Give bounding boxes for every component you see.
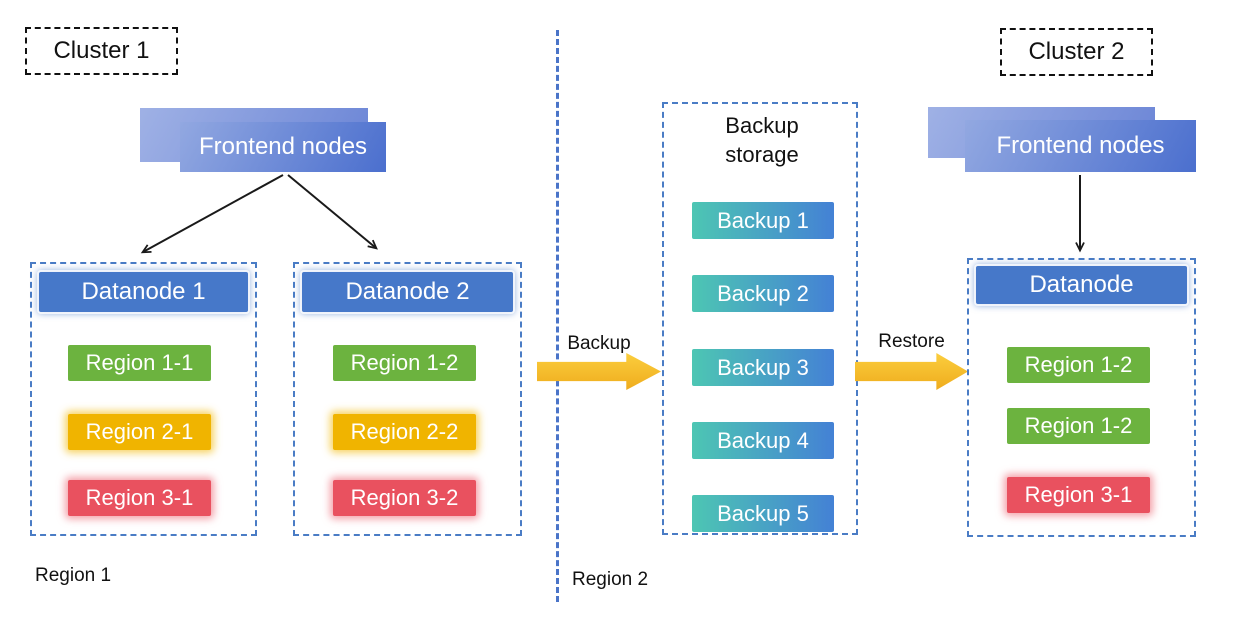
region-box: Region 3-1 xyxy=(68,480,211,516)
region-box: Region 1-2 xyxy=(333,345,476,381)
backup-storage-container: Backup storage Backup 1 Backup 2 Backup … xyxy=(662,102,858,535)
cluster2-datanode-container: Datanode Region 1-2 Region 1-2 Region 3-… xyxy=(967,258,1196,537)
backup-item: Backup 4 xyxy=(692,422,834,459)
cluster1-label: Cluster 1 xyxy=(53,37,150,64)
backup-storage-title: Backup storage xyxy=(725,113,799,167)
datanode2-title: Datanode 2 xyxy=(345,278,470,305)
region-label: Region 1-1 xyxy=(85,350,194,375)
region-label: Region 3-1 xyxy=(1024,482,1133,507)
region-label: Region 3-1 xyxy=(85,485,194,510)
restore-flow-label: Restore xyxy=(878,331,945,352)
backup-item: Backup 5 xyxy=(692,495,834,532)
datanode1-container: Datanode 1 Region 1-1 Region 2-1 Region … xyxy=(30,262,257,536)
region-label: Region 1-2 xyxy=(1024,352,1133,377)
backup-item-label: Backup 1 xyxy=(717,207,809,233)
region-box: Region 1-2 xyxy=(1007,347,1150,383)
restore-flow-arrow xyxy=(855,353,968,390)
cluster2-datanode-title: Datanode xyxy=(1029,271,1134,298)
datanode1-title: Datanode 1 xyxy=(81,278,206,305)
cluster2-label-box: Cluster 2 xyxy=(1000,28,1153,76)
frontend-to-datanode1-arrow xyxy=(140,174,284,254)
region1-footer-label: Region 1 xyxy=(35,565,112,586)
cluster2-datanode-header: Datanode xyxy=(976,266,1187,304)
backup-item-label: Backup 3 xyxy=(717,354,809,380)
datanode1-header: Datanode 1 xyxy=(39,272,248,312)
datanode2-container: Datanode 2 Region 1-2 Region 2-2 Region … xyxy=(293,262,522,536)
region-label: Region 2-1 xyxy=(85,419,194,444)
backup-item-label: Backup 2 xyxy=(717,280,809,306)
frontend-to-datanode2-arrow xyxy=(287,174,378,250)
region-box: Region 1-1 xyxy=(68,345,211,381)
backup-item: Backup 2 xyxy=(692,275,834,312)
region2-footer-label: Region 2 xyxy=(572,569,649,590)
cluster2-frontend-node-box: Frontend nodes xyxy=(965,120,1196,172)
region-divider-line xyxy=(556,30,559,602)
region-label: Region 1-2 xyxy=(350,350,459,375)
cluster1-frontend-node-box: Frontend nodes xyxy=(180,122,386,172)
region-box: Region 2-1 xyxy=(68,414,211,450)
region-box: Region 3-2 xyxy=(333,480,476,516)
cluster1-frontend-label: Frontend nodes xyxy=(198,133,368,160)
region-label: Region 2-2 xyxy=(350,419,459,444)
backup-flow-label: Backup xyxy=(567,333,631,354)
backup-item: Backup 1 xyxy=(692,202,834,239)
cluster1-label-box: Cluster 1 xyxy=(25,27,178,75)
backup-item: Backup 3 xyxy=(692,349,834,386)
datanode2-header: Datanode 2 xyxy=(302,272,513,312)
region-label: Region 1-2 xyxy=(1024,413,1133,438)
cluster2-label: Cluster 2 xyxy=(1028,38,1125,65)
region-label: Region 3-2 xyxy=(350,485,459,510)
region-box: Region 1-2 xyxy=(1007,408,1150,444)
region-box: Region 2-2 xyxy=(333,414,476,450)
region-box: Region 3-1 xyxy=(1007,477,1150,513)
cluster2-frontend-label: Frontend nodes xyxy=(996,132,1165,159)
backup-item-label: Backup 5 xyxy=(717,500,809,526)
backup-item-label: Backup 4 xyxy=(717,427,809,453)
